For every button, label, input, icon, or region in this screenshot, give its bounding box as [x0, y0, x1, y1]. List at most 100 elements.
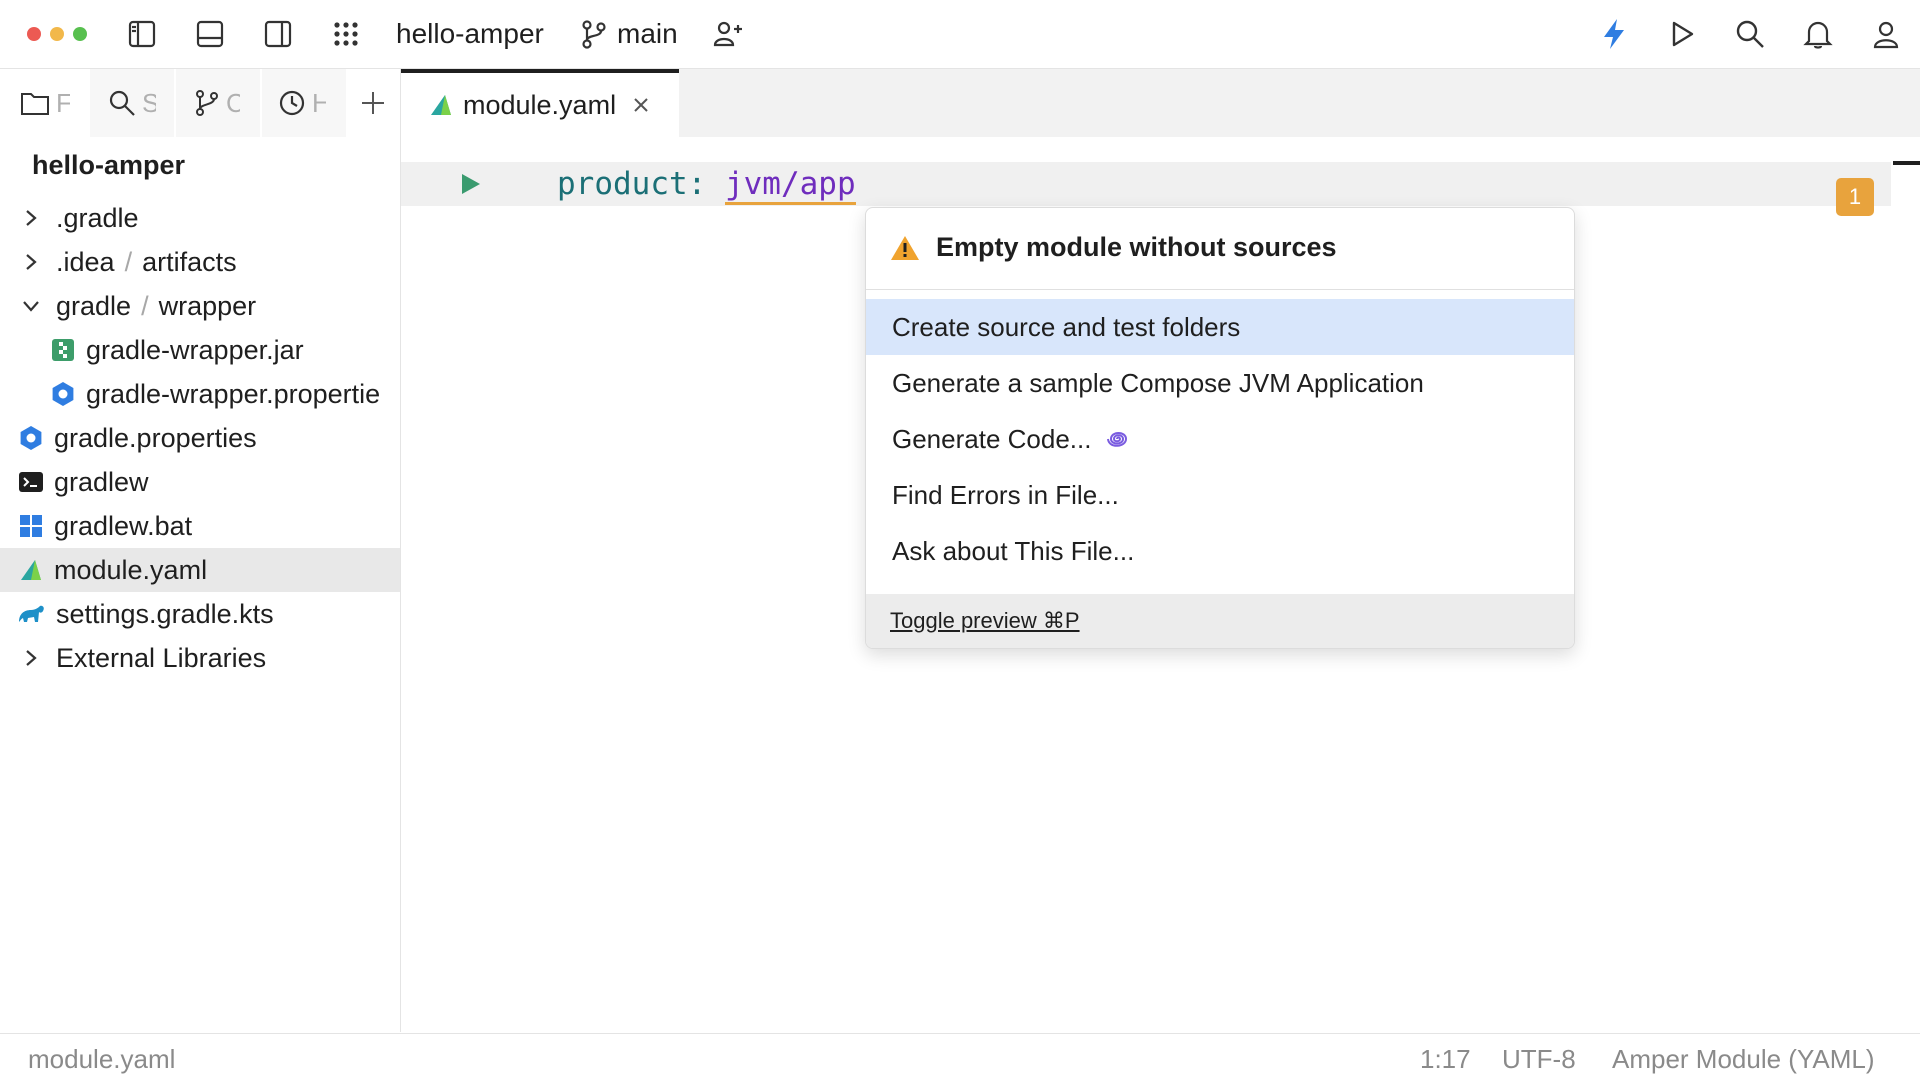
tree-item-label: External Libraries — [56, 642, 267, 673]
toggle-preview-link[interactable]: Toggle preview ⌘P — [890, 608, 1080, 633]
path-separator: / — [124, 246, 133, 277]
project-tree-root[interactable]: hello-amper — [32, 150, 186, 180]
ai-spiral-icon — [1103, 425, 1131, 453]
tree-item-label: .gradle — [56, 202, 139, 233]
tree-item-gradle-wrapper-properties[interactable]: gradle-wrapper.propertie — [0, 372, 400, 416]
terminal-icon — [18, 469, 44, 495]
close-window-button[interactable] — [27, 27, 41, 41]
tab-history[interactable]: H — [262, 69, 346, 137]
tree-item-gradle-dir[interactable]: .gradle — [0, 196, 400, 240]
lightning-icon[interactable] — [1594, 14, 1634, 54]
popup-title: Empty module without sources — [936, 232, 1337, 262]
yaml-value: jvm/app — [724, 166, 856, 205]
intention-actions-popup: Empty module without sources Create sour… — [865, 207, 1575, 649]
status-bar: module.yaml 1:17 UTF-8 Amper Module (YAM… — [0, 1033, 1920, 1081]
tree-item-gradle-properties[interactable]: gradle.properties — [0, 416, 400, 460]
git-branch-icon — [572, 14, 616, 54]
tree-item-label: gradle-wrapper.propertie — [86, 378, 381, 409]
menu-item-find-errors[interactable]: Find Errors in File... — [892, 479, 1119, 510]
clock-icon — [279, 90, 305, 116]
title-bar: hello-amper main — [0, 0, 1920, 69]
sidebar-tool-tabs: F S C H — [0, 69, 400, 139]
popup-divider — [866, 289, 1574, 290]
menu-item-ask-about-file[interactable]: Ask about This File... — [892, 535, 1135, 566]
tree-item-module-yaml[interactable]: module.yaml — [0, 548, 400, 592]
run-gutter-icon[interactable] — [458, 172, 482, 201]
right-panel-toggle-icon[interactable] — [258, 14, 298, 54]
tab-project-files-label: F — [56, 87, 70, 118]
tab-project-files[interactable]: F — [20, 69, 82, 137]
tree-item-label: gradlew.bat — [54, 510, 193, 541]
tree-item-gradlew-bat[interactable]: gradlew.bat — [0, 504, 400, 548]
tree-item-label: gradlew — [54, 466, 149, 497]
properties-icon — [18, 425, 44, 451]
current-line-highlight — [401, 162, 1891, 206]
tab-commit-label: C — [226, 87, 240, 118]
main-menu-grid-icon[interactable] — [326, 14, 366, 54]
scrollbar-marker — [1893, 161, 1920, 165]
tree-item-label: module.yaml — [54, 554, 208, 585]
tree-item-label: gradle — [56, 290, 132, 321]
status-file-name[interactable]: module.yaml — [28, 1044, 176, 1074]
folder-icon — [21, 93, 49, 115]
bottom-panel-toggle-icon[interactable] — [190, 14, 230, 54]
project-name[interactable]: hello-amper — [396, 18, 544, 49]
tree-item-external-libraries[interactable]: External Libraries — [0, 636, 400, 680]
code-line-1[interactable]: product: jvm/app — [557, 162, 856, 206]
popup-header: Empty module without sources — [890, 232, 1337, 263]
branch-name[interactable]: main — [617, 18, 678, 49]
chevron-right-icon[interactable] — [20, 251, 42, 273]
tree-item-gradle-wrapper-jar[interactable]: gradle-wrapper.jar — [0, 328, 400, 372]
chevron-down-icon[interactable] — [20, 295, 42, 317]
gradle-elephant-icon — [16, 601, 46, 627]
status-cursor-position[interactable]: 1:17 — [1420, 1044, 1471, 1074]
add-tab-button[interactable] — [348, 69, 398, 137]
windows-icon — [18, 513, 44, 539]
minimize-window-button[interactable] — [50, 27, 64, 41]
path-separator: / — [141, 290, 149, 321]
tree-item-label: settings.gradle.kts — [56, 598, 274, 629]
zoom-window-button[interactable] — [73, 27, 87, 41]
notifications-bell-icon[interactable] — [1798, 14, 1838, 54]
tree-item-idea-dir[interactable]: .idea / artifacts — [0, 240, 400, 284]
problems-count-badge[interactable]: 1 — [1836, 178, 1874, 216]
status-encoding[interactable]: UTF-8 — [1502, 1044, 1576, 1074]
tree-item-sublabel: artifacts — [142, 246, 237, 277]
status-file-type[interactable]: Amper Module (YAML) — [1612, 1044, 1875, 1074]
run-icon[interactable] — [1662, 14, 1702, 54]
tab-commit[interactable]: C — [176, 69, 260, 137]
menu-item-generate-compose-app[interactable]: Generate a sample Compose JVM Applicatio… — [892, 367, 1424, 398]
plus-icon — [362, 92, 384, 114]
editor-tab-label: module.yaml — [463, 89, 617, 120]
tab-history-label: H — [312, 87, 326, 118]
amper-icon — [18, 557, 44, 583]
git-branch-icon — [196, 90, 218, 116]
warning-icon — [891, 235, 919, 260]
add-user-icon[interactable] — [708, 14, 748, 54]
tab-search[interactable]: S — [90, 69, 174, 137]
search-icon[interactable] — [1730, 14, 1770, 54]
yaml-key: product: — [557, 166, 707, 202]
editor-tab-module-yaml[interactable]: module.yaml — [401, 69, 679, 137]
profile-icon[interactable] — [1866, 14, 1906, 54]
tree-item-gradle-wrapper-dir[interactable]: gradle / wrapper — [0, 284, 400, 328]
tree-item-label: .idea — [56, 246, 115, 277]
jar-icon — [50, 337, 76, 363]
tree-item-gradlew[interactable]: gradlew — [0, 460, 400, 504]
tree-item-sublabel: wrapper — [158, 290, 257, 321]
tree-item-label: gradle-wrapper.jar — [86, 334, 304, 365]
tab-search-label: S — [142, 87, 156, 118]
menu-item-label: Generate Code... — [892, 423, 1092, 454]
tree-item-settings-gradle-kts[interactable]: settings.gradle.kts — [0, 592, 400, 636]
left-panel-toggle-icon[interactable] — [122, 14, 162, 54]
menu-item-create-source-folders[interactable]: Create source and test folders — [866, 299, 1574, 355]
properties-icon — [50, 381, 76, 407]
popup-footer: Toggle preview ⌘P — [866, 594, 1574, 648]
close-tab-icon[interactable] — [632, 96, 650, 114]
chevron-right-icon[interactable] — [20, 207, 42, 229]
menu-item-generate-code[interactable]: Generate Code... — [866, 411, 1574, 467]
search-icon — [109, 90, 135, 116]
chevron-right-icon[interactable] — [20, 647, 42, 669]
amper-icon — [429, 93, 453, 117]
tree-item-label: gradle.properties — [54, 422, 257, 453]
